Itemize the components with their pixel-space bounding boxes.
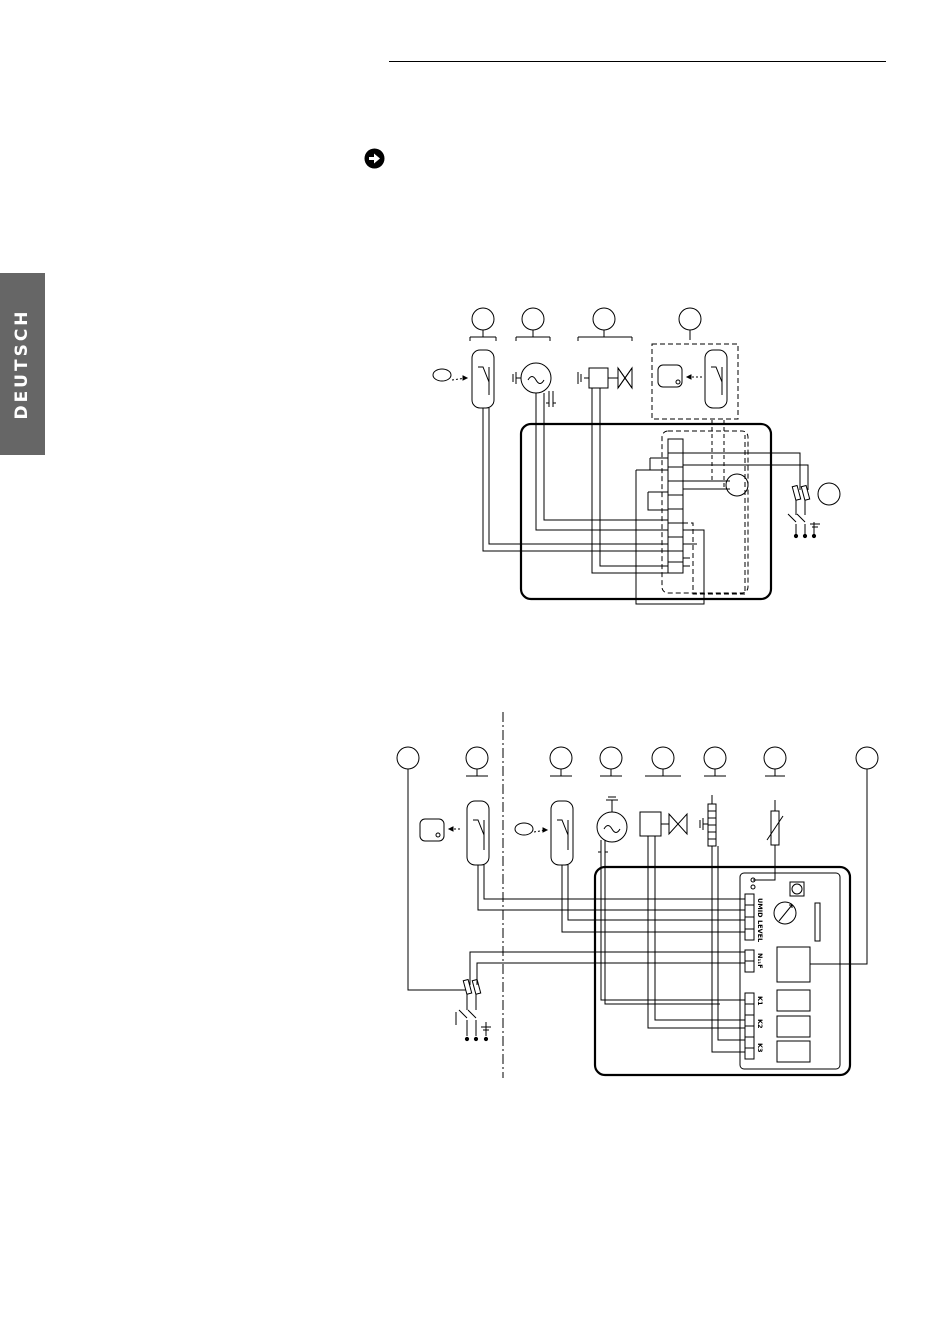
solenoid-valve-icon	[640, 812, 687, 836]
diagram2-reference-circles	[397, 747, 878, 776]
board-labels: UMID LEVEL N₁₁F K1 K2 K3	[756, 898, 764, 1053]
label-nz: N₁₁F	[756, 953, 764, 969]
ref-circle	[550, 747, 572, 769]
ref-circle	[652, 747, 674, 769]
label-level: LEVEL	[756, 920, 764, 942]
ref-circle	[397, 747, 419, 769]
ref-circle	[466, 747, 488, 769]
temperature-sensor-icon	[767, 800, 783, 845]
ref-circle	[600, 747, 622, 769]
ref-circle	[704, 747, 726, 769]
label-k3: K3	[756, 1043, 764, 1053]
wiring-lines-2	[408, 769, 867, 1052]
level-probe-icon	[700, 795, 716, 846]
mains-supply-switch-2	[456, 979, 491, 1040]
controller-enclosure-2	[595, 867, 850, 1075]
label-k2: K2	[756, 1019, 764, 1029]
ref-circle	[856, 747, 878, 769]
humidistat-remote-2	[420, 801, 489, 865]
label-umid: UMID	[756, 898, 764, 918]
label-k1: K1	[756, 996, 764, 1006]
fan-motor-icon	[597, 797, 627, 858]
humidistat-2	[515, 801, 573, 865]
ref-circle	[764, 747, 786, 769]
